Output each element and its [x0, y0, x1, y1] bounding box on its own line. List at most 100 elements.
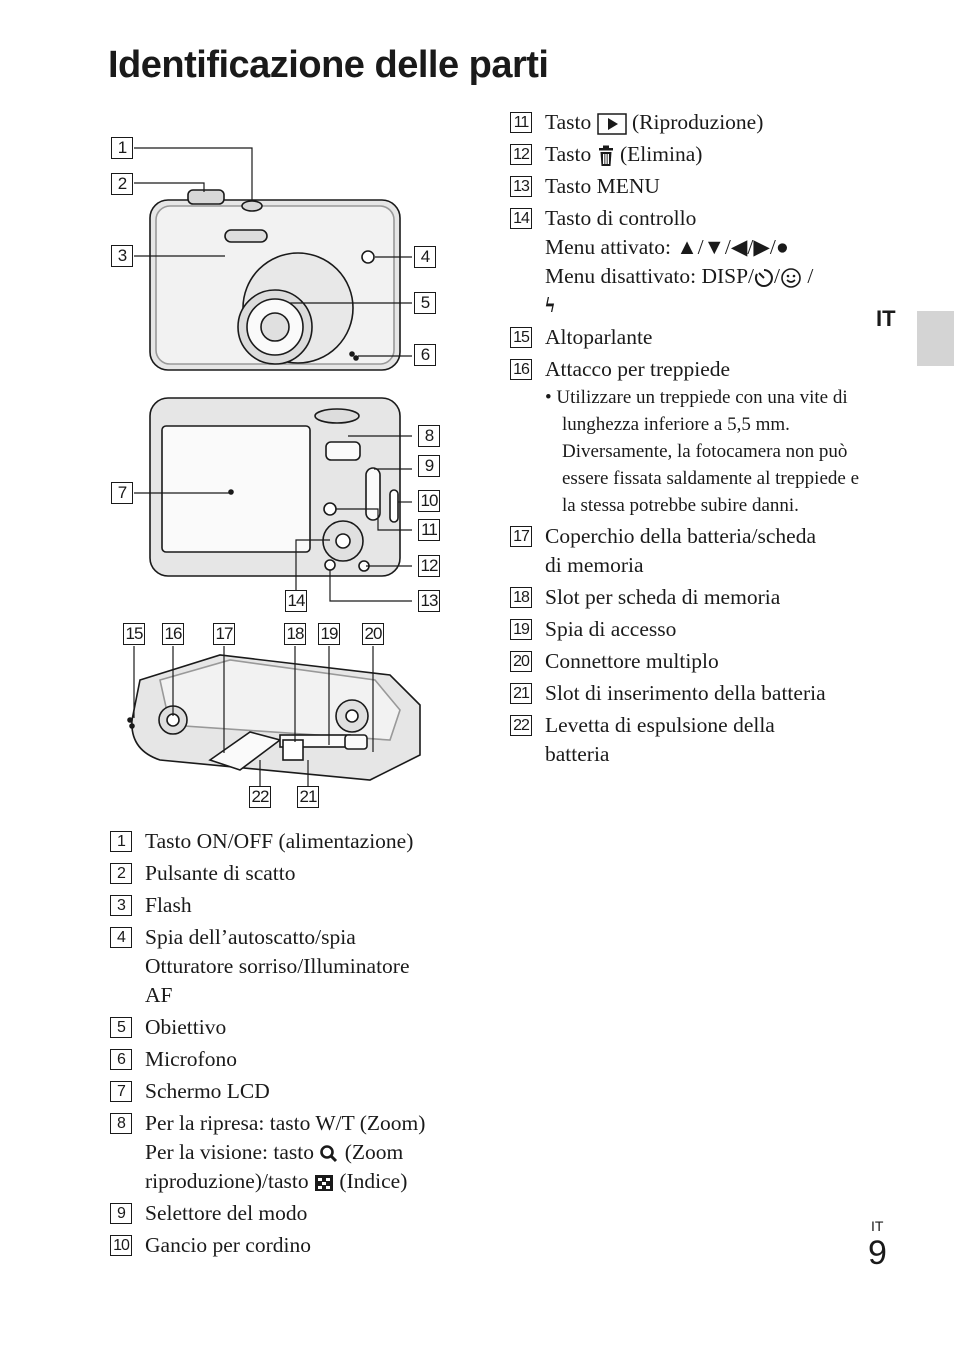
- playback-icon: [596, 113, 627, 135]
- camera-diagram: [127, 147, 421, 786]
- part-text: Tasto ON/OFF (alimentazione): [145, 829, 414, 853]
- part-text: Per la visione: tasto: [145, 1140, 314, 1164]
- part-number: 11: [510, 112, 532, 133]
- part-text: batteria: [545, 742, 610, 766]
- part-text: di memoria: [545, 553, 644, 577]
- parts-list-right: 11 Tasto (Riproduzione) 12 Tasto (Elimin…: [510, 108, 870, 772]
- page-number: 9: [868, 1234, 887, 1272]
- part-text: Schermo LCD: [145, 1079, 270, 1103]
- list-item: 18 Slot per scheda di memoria: [510, 583, 870, 612]
- list-item: 17 Coperchio della batteria/scheda di me…: [510, 522, 870, 580]
- self-timer-icon: [754, 269, 773, 288]
- part-number: 14: [510, 208, 532, 229]
- part-text: Obiettivo: [145, 1015, 227, 1039]
- part-number: 17: [510, 526, 532, 547]
- figure-label-6: 6: [414, 344, 436, 366]
- smile-shutter-icon: [781, 268, 801, 288]
- figure-label-11: 11: [418, 519, 440, 541]
- list-item: 10 Gancio per cordino: [110, 1231, 480, 1260]
- part-text: Spia dell’autoscatto/spia: [145, 925, 356, 949]
- list-item: 11 Tasto (Riproduzione): [510, 108, 870, 137]
- figure-label-15: 15: [123, 623, 145, 645]
- flash-icon: ϟ: [545, 293, 555, 317]
- list-item: 1 Tasto ON/OFF (alimentazione): [110, 827, 480, 856]
- list-item: 15 Altoparlante: [510, 323, 870, 352]
- camera-parts-figure: 1 2 3 4 5 6 7 8 9 10 11 12 13 14 15 16 1…: [100, 120, 460, 820]
- part-text: (Riproduzione): [632, 110, 764, 134]
- figure-label-4: 4: [414, 246, 436, 268]
- part-number: 10: [110, 1235, 132, 1256]
- figure-label-2: 2: [111, 173, 133, 195]
- part-number: 4: [110, 927, 132, 948]
- zoom-magnifier-icon: [320, 1145, 338, 1163]
- part-text: Slot per scheda di memoria: [545, 585, 781, 609]
- part-text: Menu disattivato: DISP/: [545, 264, 755, 288]
- list-item: 9 Selettore del modo: [110, 1199, 480, 1228]
- figure-label-12: 12: [418, 555, 440, 577]
- camera-front-view: [149, 189, 401, 371]
- figure-label-1: 1: [111, 137, 133, 159]
- part-text-line: riproduzione)/tasto (Indice): [145, 1167, 480, 1196]
- figure-label-14: 14: [285, 590, 307, 612]
- part-text: /: [774, 264, 781, 288]
- part-text: (Zoom: [344, 1140, 404, 1164]
- list-item: 2 Pulsante di scatto: [110, 859, 480, 888]
- figure-label-7: 7: [111, 482, 133, 504]
- part-text: Tasto: [545, 142, 592, 166]
- part-text: Microfono: [145, 1047, 237, 1071]
- part-text: Levetta di espulsione della: [545, 713, 775, 737]
- part-number: 7: [110, 1081, 132, 1102]
- figure-label-5: 5: [414, 292, 436, 314]
- list-item: 8 Per la ripresa: tasto W/T (Zoom) Per l…: [110, 1109, 480, 1196]
- part-text: Attacco per treppiede: [545, 357, 731, 381]
- part-text: Selettore del modo: [145, 1201, 308, 1225]
- figure-label-9: 9: [418, 455, 440, 477]
- list-item: 19 Spia di accesso: [510, 615, 870, 644]
- part-text: riproduzione)/tasto: [145, 1169, 309, 1193]
- list-item: 4 Spia dell’autoscatto/spia Otturatore s…: [110, 923, 480, 1010]
- part-number: 13: [510, 176, 532, 197]
- part-number: 15: [510, 327, 532, 348]
- part-text: Gancio per cordino: [145, 1233, 311, 1257]
- figure-label-17: 17: [213, 623, 235, 645]
- list-item: 13 Tasto MENU: [510, 172, 870, 201]
- camera-back-view: [149, 397, 401, 577]
- part-text: Menu attivato: ▲/▼/◀/▶/●: [545, 235, 789, 259]
- part-text: AF: [145, 983, 173, 1007]
- part-text: Per la ripresa: tasto W/T (Zoom): [145, 1111, 426, 1135]
- camera-bottom-view: [127, 654, 421, 781]
- part-number: 21: [510, 683, 532, 704]
- list-item: 7 Schermo LCD: [110, 1077, 480, 1106]
- part-text-line: Menu disattivato: DISP/ / /: [545, 262, 870, 291]
- list-item: 21 Slot di inserimento della batteria: [510, 679, 870, 708]
- figure-label-19: 19: [318, 623, 340, 645]
- figure-label-16: 16: [162, 623, 184, 645]
- page-title: Identificazione delle parti: [108, 44, 549, 86]
- part-text: Connettore multiplo: [545, 649, 719, 673]
- list-item: 14 Tasto di controllo Menu attivato: ▲/▼…: [510, 204, 870, 320]
- section-tab-marker: [917, 311, 954, 366]
- part-text: (Indice): [339, 1169, 408, 1193]
- part-number: 12: [510, 144, 532, 165]
- list-item: 6 Microfono: [110, 1045, 480, 1074]
- figure-label-13: 13: [418, 590, 440, 612]
- part-number: 8: [110, 1113, 132, 1134]
- part-number: 22: [510, 715, 532, 736]
- part-number: 5: [110, 1017, 132, 1038]
- part-text: /: [802, 264, 814, 288]
- trash-icon: [598, 145, 613, 167]
- list-item: 22 Levetta di espulsione della batteria: [510, 711, 870, 769]
- list-item: 20 Connettore multiplo: [510, 647, 870, 676]
- parts-list-left: 1 Tasto ON/OFF (alimentazione) 2 Pulsant…: [110, 827, 480, 1263]
- part-text: Flash: [145, 893, 192, 917]
- part-number: 19: [510, 619, 532, 640]
- figure-label-21: 21: [297, 786, 319, 808]
- list-item: 12 Tasto (Elimina): [510, 140, 870, 169]
- list-item: 5 Obiettivo: [110, 1013, 480, 1042]
- list-item: 3 Flash: [110, 891, 480, 920]
- figure-label-20: 20: [362, 623, 384, 645]
- figure-label-8: 8: [418, 425, 440, 447]
- figure-label-18: 18: [284, 623, 306, 645]
- part-number: 20: [510, 651, 532, 672]
- part-number: 18: [510, 587, 532, 608]
